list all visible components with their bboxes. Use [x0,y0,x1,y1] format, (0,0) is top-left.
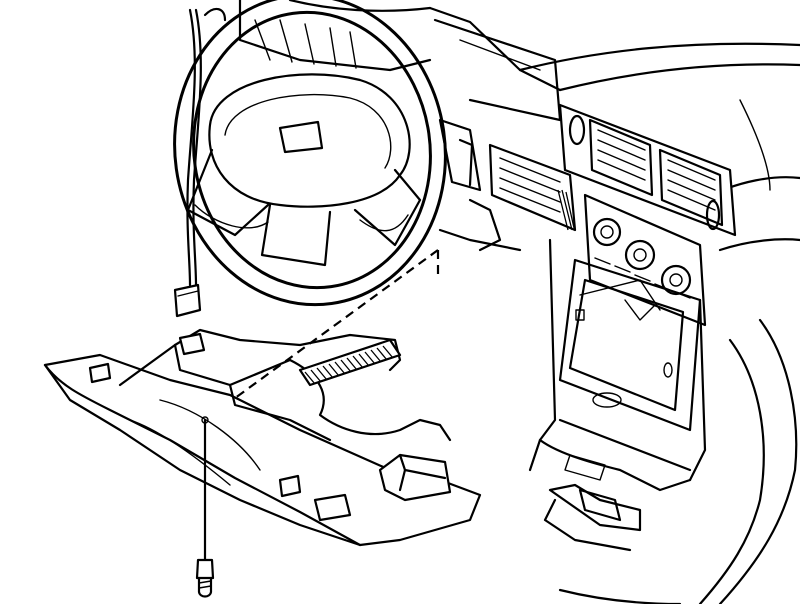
climate-control-panel [583,193,707,327]
trim-grille [304,345,394,385]
center-console [528,238,707,552]
lower-trim-panel [43,328,482,547]
steering-column [438,118,522,252]
dashboard-outline [288,0,800,604]
connector-plug [173,283,202,318]
wire-harness [186,7,227,287]
horn-emblem [278,120,324,154]
steering-wheel [173,0,447,307]
driver-air-vent [488,143,577,232]
mounting-screw [195,418,215,598]
center-air-vents [558,103,737,237]
radio-opening [558,258,702,432]
alignment-guide-line [204,249,439,421]
